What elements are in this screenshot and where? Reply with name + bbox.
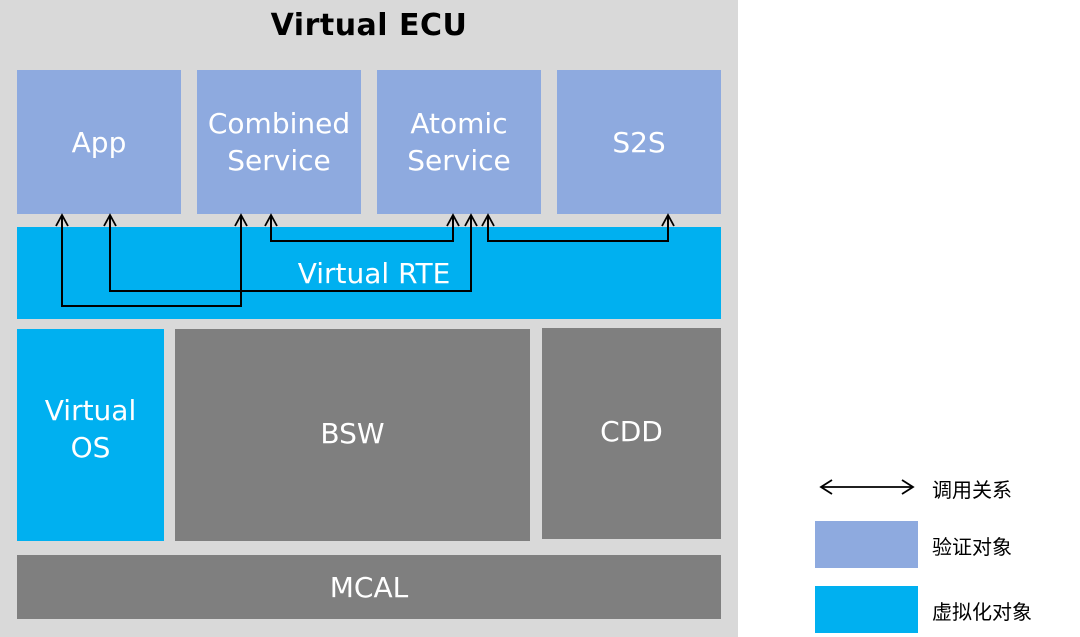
virtual-rte-label: Virtual RTE bbox=[297, 256, 451, 290]
app-block: App bbox=[17, 70, 181, 214]
cdd-label: CDD bbox=[600, 415, 663, 448]
double-arrow-icon bbox=[819, 479, 915, 495]
legend-virtualization-swatch bbox=[815, 586, 918, 633]
legend-verification-object: 验证对象 bbox=[932, 535, 1012, 559]
legend-virtualization-object: 虚拟化对象 bbox=[932, 600, 1032, 624]
s2s-block: S2S bbox=[557, 70, 721, 214]
bsw-block: BSW bbox=[175, 329, 530, 541]
virtual-rte-block: Virtual RTE bbox=[17, 227, 721, 319]
s2s-label: S2S bbox=[612, 125, 666, 159]
legend-verification-swatch bbox=[815, 521, 918, 568]
cdd-block: CDD bbox=[542, 328, 721, 539]
diagram-title: Virtual ECU bbox=[270, 8, 468, 43]
app-label: App bbox=[71, 125, 127, 159]
mcal-label: MCAL bbox=[329, 570, 409, 604]
mcal-block: MCAL bbox=[17, 555, 721, 619]
legend-call-relation: 调用关系 bbox=[932, 478, 1012, 502]
bsw-label: BSW bbox=[320, 416, 385, 450]
